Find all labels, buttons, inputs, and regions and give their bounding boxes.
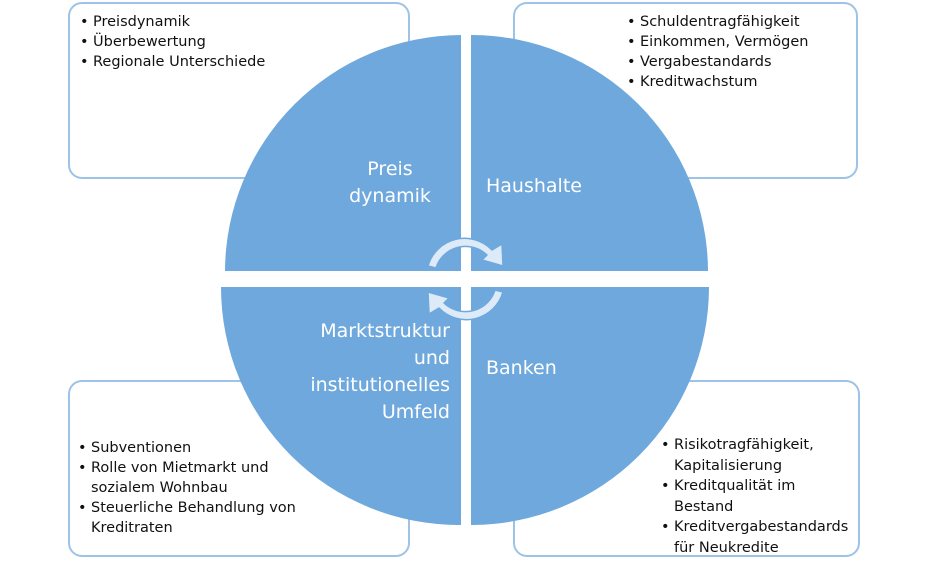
- label-line: Marktstruktur: [320, 320, 450, 342]
- list-item: Rolle von Mietmarkt und sozialem Wohnbau: [78, 458, 303, 498]
- list-item: Subventionen: [78, 438, 303, 458]
- list-item: Steuerliche Behandlung von Kreditraten: [78, 498, 303, 538]
- label-line: und: [413, 347, 450, 369]
- list-item: Risikotragfähigkeit, Kapitalisierung: [661, 435, 856, 476]
- list-item: Preisdynamik: [80, 12, 265, 32]
- list-item: Vergabestandards: [627, 52, 808, 72]
- label-line: Preis: [367, 158, 413, 180]
- list-bottom-left: Subventionen Rolle von Mietmarkt und soz…: [78, 438, 303, 538]
- list-item: Kreditvergabestandards für Neukredite: [661, 517, 856, 558]
- label-line: Umfeld: [381, 401, 450, 423]
- label-line: Banken: [486, 357, 557, 379]
- arrow-bottom-icon: [427, 289, 504, 321]
- list-item: Kreditqualität im Bestand: [661, 476, 856, 517]
- quadrant-label-preisdynamik: Preis dynamik: [330, 156, 450, 210]
- quadrant-top-right: [471, 35, 708, 271]
- quadrant-label-banken: Banken: [486, 355, 557, 382]
- label-line: Haushalte: [486, 175, 582, 197]
- list-item: Überbewertung: [80, 32, 265, 52]
- arrow-top-icon: [427, 237, 504, 269]
- quadrant-top-left: [225, 35, 461, 271]
- quadrant-bottom-right: [471, 287, 709, 525]
- list-item: Einkommen, Vermögen: [627, 32, 808, 52]
- quadrant-label-haushalte: Haushalte: [486, 173, 582, 200]
- quadrant-label-marktstruktur: Marktstruktur und institutionelles Umfel…: [296, 318, 450, 426]
- label-line: dynamik: [349, 185, 431, 207]
- label-line: institutionelles: [310, 374, 450, 396]
- list-bottom-right: Risikotragfähigkeit, Kapitalisierung Kre…: [661, 435, 856, 558]
- list-top-left: Preisdynamik Überbewertung Regionale Unt…: [80, 12, 265, 72]
- list-item: Schuldentragfähigkeit: [627, 12, 808, 32]
- quadrant-bottom-left: [221, 287, 461, 526]
- list-item: Regionale Unterschiede: [80, 52, 265, 72]
- list-top-right: Schuldentragfähigkeit Einkommen, Vermöge…: [627, 12, 808, 92]
- list-item: Kreditwachstum: [627, 72, 808, 92]
- circular-arrows-icon: [427, 237, 504, 321]
